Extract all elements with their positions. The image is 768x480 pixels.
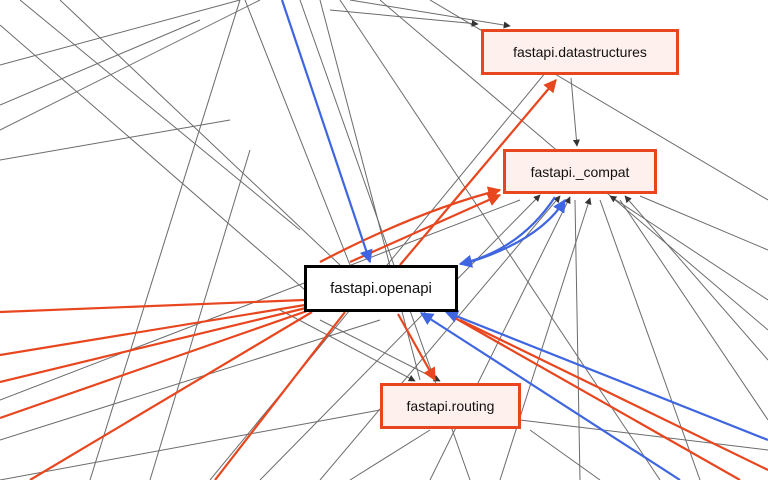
edge (619, 199, 768, 421)
edge (244, 0, 351, 266)
edge (0, 319, 381, 441)
edge (0, 19, 201, 106)
edge-bottom-1 (214, 311, 346, 480)
edge-right-in-2 (419, 312, 681, 480)
edge-left-2 (0, 303, 306, 357)
node-label: fastapi._compat (530, 163, 630, 180)
edge (639, 195, 768, 251)
node-fastapi-compat[interactable]: fastapi._compat (503, 149, 657, 194)
edge-left-5 (29, 311, 313, 480)
edge (349, 429, 431, 480)
edge-openapi-to-routing (397, 313, 436, 382)
edge-openapi-to-compat (349, 193, 502, 264)
edge-right-2 (459, 319, 768, 471)
edge (529, 429, 601, 480)
edge-left-4 (0, 309, 308, 420)
edge (609, 195, 768, 301)
edge (574, 199, 581, 480)
edge (19, 0, 301, 231)
edge (329, 9, 479, 27)
edge (319, 0, 421, 381)
edge-left-1 (0, 298, 305, 314)
edge (349, 0, 511, 29)
edge-top-to-openapi (280, 0, 373, 264)
highlighted-outgoing-edges (0, 78, 768, 480)
edge (0, 119, 231, 161)
edge (59, 0, 341, 266)
edge (0, 0, 241, 66)
edge (499, 197, 592, 480)
edge (0, 409, 381, 480)
edge (319, 319, 441, 382)
edge-openapi-to-datastructures (399, 78, 557, 266)
node-fastapi-datastructures[interactable]: fastapi.datastructures (481, 29, 679, 75)
node-label: fastapi.routing (406, 398, 495, 414)
node-fastapi-routing[interactable]: fastapi.routing (380, 383, 521, 429)
edge (279, 309, 416, 382)
node-fastapi-openapi[interactable]: fastapi.openapi (304, 265, 458, 312)
edge-openapi-to-compat-2 (319, 186, 502, 263)
edge (599, 199, 701, 480)
edge (149, 149, 251, 480)
edge-right-in-1 (444, 310, 768, 442)
node-label: fastapi.datastructures (513, 44, 647, 60)
edge (570, 77, 580, 147)
edge (624, 195, 768, 361)
node-label: fastapi.openapi (330, 280, 432, 297)
edge (319, 195, 561, 480)
highlighted-incoming-edges (280, 0, 768, 480)
edge-openapi-compat-loop (469, 198, 566, 264)
edge (339, 0, 661, 480)
edge-left-3 (0, 306, 307, 384)
edge (259, 194, 541, 480)
edge (519, 419, 768, 451)
edge (0, 199, 521, 401)
edge (89, 0, 241, 480)
edge-right-1 (447, 313, 741, 480)
edge (0, 24, 306, 291)
edge (0, 0, 261, 131)
